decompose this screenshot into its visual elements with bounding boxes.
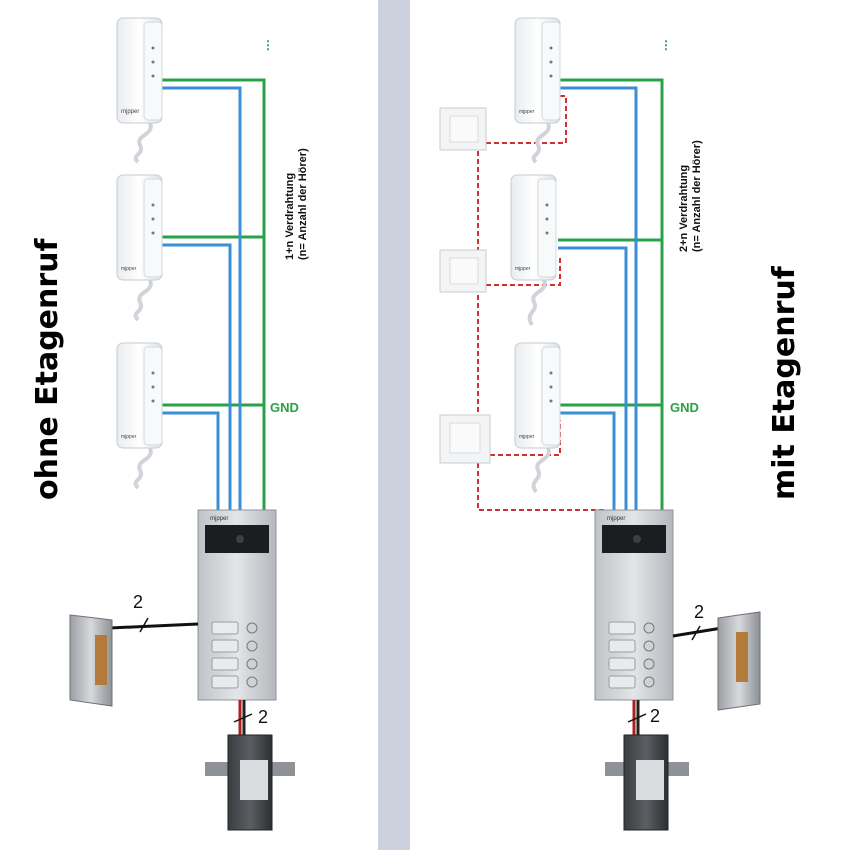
right-panel: mjpper mjpper mjpper mjpper [439, 17, 761, 831]
door-station: mjpper [197, 509, 277, 701]
handset: mjpper [116, 17, 163, 164]
svg-text:mjpper: mjpper [121, 109, 139, 115]
left-wiring-note: 1+n Verdrahtung (n= Anzahl der Hörer) [284, 148, 310, 260]
left-gnd-label: GND [270, 400, 299, 415]
door-opener [717, 611, 761, 711]
left-lock-wire-count: 2 [133, 592, 144, 612]
right-psu-wire-count: 2 [650, 706, 661, 726]
left-panel: mjpper mjpper mjpper mjpper [69, 17, 295, 831]
left-wiring-line1: 1+n Verdrahtung [284, 172, 296, 260]
panel-divider [378, 0, 410, 850]
right-lock-wire-count: 2 [694, 602, 705, 622]
svg-text:mjpper: mjpper [121, 434, 137, 440]
door-opener [69, 614, 113, 707]
right-lock-wire [672, 626, 723, 638]
handset: mjpper [116, 342, 163, 490]
left-data-wires [160, 86, 242, 510]
door-station: mjpper [594, 509, 674, 701]
left-panel-title: ohne Etagenruf [30, 238, 65, 500]
floor-call-button [439, 414, 491, 464]
floor-call-button [439, 107, 487, 151]
right-gnd-label: GND [670, 400, 699, 415]
left-continuation-marker: ⋮ [262, 38, 274, 52]
right-wiring-note: 2+n Verdrahtung (n= Anzahl der Hörer) [678, 140, 704, 252]
svg-text:mjpper: mjpper [121, 266, 137, 272]
right-data-wires [558, 86, 638, 510]
handset: mjpper [514, 17, 561, 164]
svg-text:mjpper: mjpper [519, 109, 535, 115]
left-lock-wire [109, 622, 199, 630]
handset: mjpper [116, 174, 163, 322]
power-supply [605, 734, 689, 831]
right-wiring-line2: (n= Anzahl der Hörer) [691, 140, 703, 252]
left-common-wire [160, 78, 266, 510]
left-wiring-line2: (n= Anzahl der Hörer) [297, 148, 309, 260]
right-continuation-marker: ⋮ [660, 38, 672, 52]
left-psu-wire-count: 2 [258, 707, 269, 727]
svg-text:mjpper: mjpper [607, 516, 625, 522]
svg-text:mjpper: mjpper [210, 516, 228, 522]
svg-text:mjpper: mjpper [515, 266, 531, 272]
right-wiring-line1: 2+n Verdrahtung [678, 164, 690, 252]
floor-call-button [439, 249, 487, 293]
right-panel-title: mit Etagenruf [767, 266, 802, 500]
right-common-wire [558, 78, 664, 510]
svg-text:mjpper: mjpper [519, 434, 535, 440]
handset: mjpper [510, 174, 557, 327]
power-supply [205, 734, 295, 831]
handset: mjpper [514, 342, 561, 494]
